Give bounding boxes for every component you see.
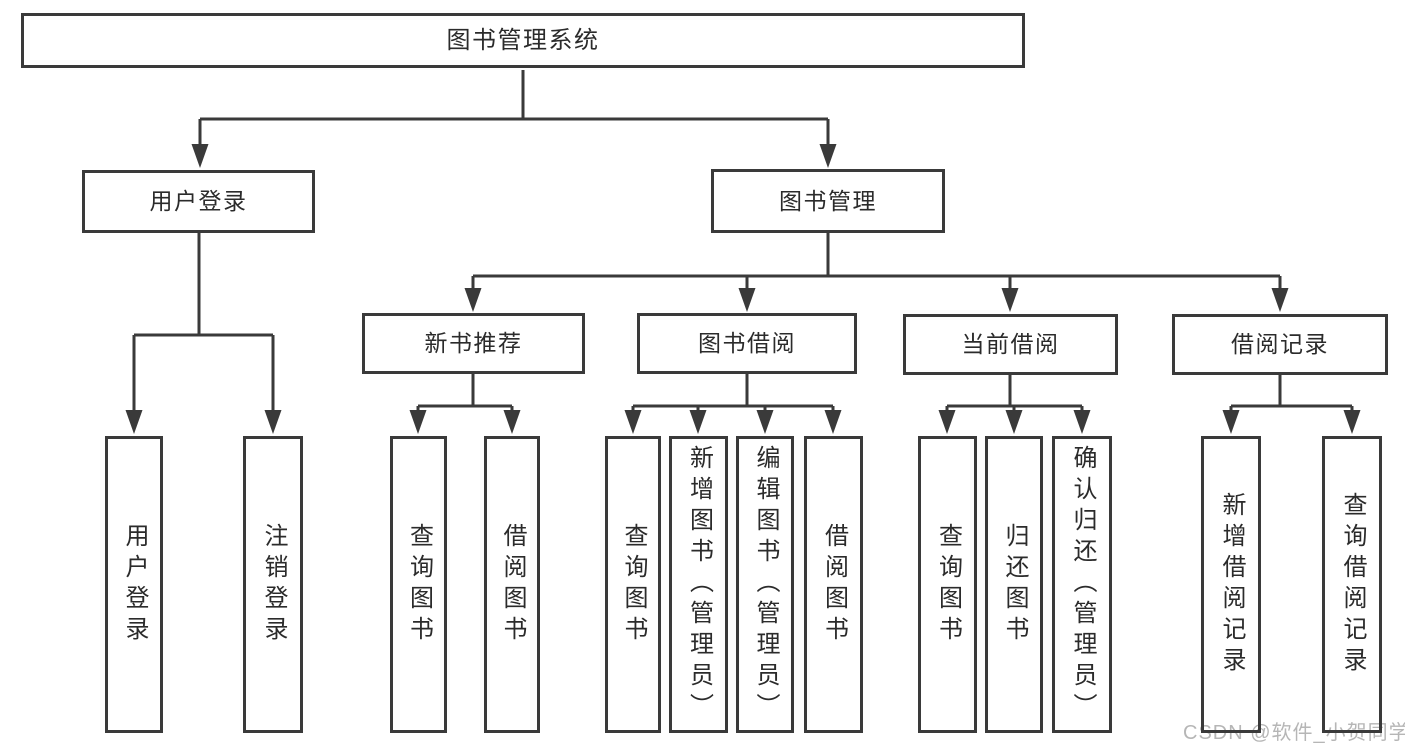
connector-current-borrow-to-leaves (938, 375, 1091, 434)
leaf-current-return-books: 归还图书 (985, 436, 1043, 733)
leaf-newrec-query-books: 查询图书 (390, 436, 447, 733)
node-label: 确认归还（管理员） (1069, 445, 1096, 724)
connector-user-login-to-leaves (125, 233, 282, 434)
connector-borrow-records-to-leaves (1222, 375, 1361, 434)
node-library-management-system: 图书管理系统 (21, 13, 1025, 68)
node-label: 用户登录 (149, 188, 248, 214)
leaf-current-confirm-return-admin: 确认归还（管理员） (1052, 436, 1112, 733)
node-label: 新增借阅记录 (1218, 491, 1245, 678)
node-borrow-records: 借阅记录 (1172, 314, 1388, 375)
node-label: 借阅图书 (820, 522, 848, 647)
node-label: 借阅记录 (1231, 331, 1329, 357)
leaf-borrow-query-books: 查询图书 (605, 436, 661, 733)
watermark: CSDN @软件_小贺同学 (1183, 722, 1405, 744)
leaf-newrec-borrow-books: 借阅图书 (484, 436, 540, 733)
node-label: 当前借阅 (961, 331, 1060, 357)
node-label: 新增图书（管理员） (685, 445, 713, 724)
connector-root-to-level2 (191, 70, 837, 168)
node-book-management: 图书管理 (711, 169, 945, 233)
node-label: 用户登录 (121, 522, 148, 647)
node-label: 注销登录 (260, 522, 287, 647)
node-label: 查询借阅记录 (1339, 491, 1366, 678)
leaf-records-query-record: 查询借阅记录 (1322, 436, 1382, 733)
node-label: 新书推荐 (424, 330, 523, 356)
leaf-records-add-record: 新增借阅记录 (1201, 436, 1261, 733)
node-current-borrow: 当前借阅 (903, 314, 1118, 375)
leaf-logout: 注销登录 (243, 436, 303, 733)
node-book-borrow: 图书借阅 (637, 313, 857, 374)
node-new-book-recommend: 新书推荐 (362, 313, 585, 374)
connector-book-management-to-level3 (464, 233, 1289, 312)
connector-new-book-to-leaves (409, 374, 521, 434)
leaf-borrow-add-books-admin: 新增图书（管理员） (669, 436, 728, 733)
node-label: 查询图书 (934, 522, 962, 647)
node-label: 图书借阅 (698, 330, 796, 356)
node-label: 借阅图书 (499, 522, 526, 647)
node-label: 归还图书 (1001, 522, 1028, 647)
node-user-login: 用户登录 (82, 170, 315, 233)
leaf-borrow-borrow-books: 借阅图书 (804, 436, 863, 733)
node-label: 图书管理系统 (446, 26, 600, 54)
connector-book-borrow-to-leaves (624, 374, 842, 434)
node-label: 查询图书 (620, 522, 647, 647)
leaf-user-login: 用户登录 (105, 436, 163, 733)
node-label: 图书管理 (779, 187, 877, 214)
leaf-borrow-edit-books-admin: 编辑图书（管理员） (736, 436, 794, 733)
node-label: 查询图书 (405, 522, 433, 647)
leaf-current-query-books: 查询图书 (918, 436, 977, 733)
node-label: 编辑图书（管理员） (752, 445, 779, 724)
